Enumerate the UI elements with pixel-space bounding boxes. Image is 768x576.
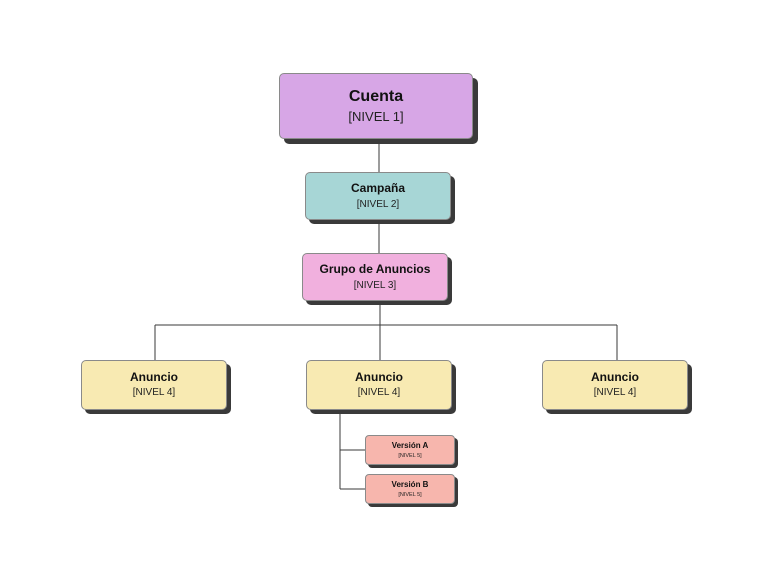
node-level: [NIVEL 4] [593, 387, 637, 399]
node-level: [NIVEL 4] [132, 387, 176, 399]
node-campana: Campaña [NIVEL 2] [305, 172, 451, 220]
node-level: [NIVEL 5] [398, 452, 422, 459]
node-cuenta: Cuenta [NIVEL 1] [279, 73, 473, 139]
node-level: [NIVEL 2] [356, 198, 400, 210]
node-level: [NIVEL 4] [357, 387, 401, 399]
node-title: Anuncio [130, 370, 178, 385]
node-anuncio-center: Anuncio [NIVEL 4] [306, 360, 452, 410]
node-title: Grupo de Anuncios [319, 261, 431, 276]
node-level: [NIVEL 1] [348, 108, 404, 124]
node-title: Campaña [350, 180, 406, 195]
node-level: [NIVEL 3] [353, 279, 397, 291]
node-title: Anuncio [591, 370, 639, 385]
node-anuncio-right: Anuncio [NIVEL 4] [542, 360, 688, 410]
node-title: Cuenta [348, 87, 404, 105]
node-version-a: Versión A [NIVEL 5] [365, 435, 455, 465]
node-title: Versión B [391, 479, 429, 489]
node-anuncio-left: Anuncio [NIVEL 4] [81, 360, 227, 410]
node-title: Versión A [391, 440, 429, 450]
node-title: Anuncio [355, 370, 403, 385]
node-level: [NIVEL 5] [398, 491, 422, 498]
node-grupo-anuncios: Grupo de Anuncios [NIVEL 3] [302, 253, 448, 301]
node-version-b: Versión B [NIVEL 5] [365, 474, 455, 504]
